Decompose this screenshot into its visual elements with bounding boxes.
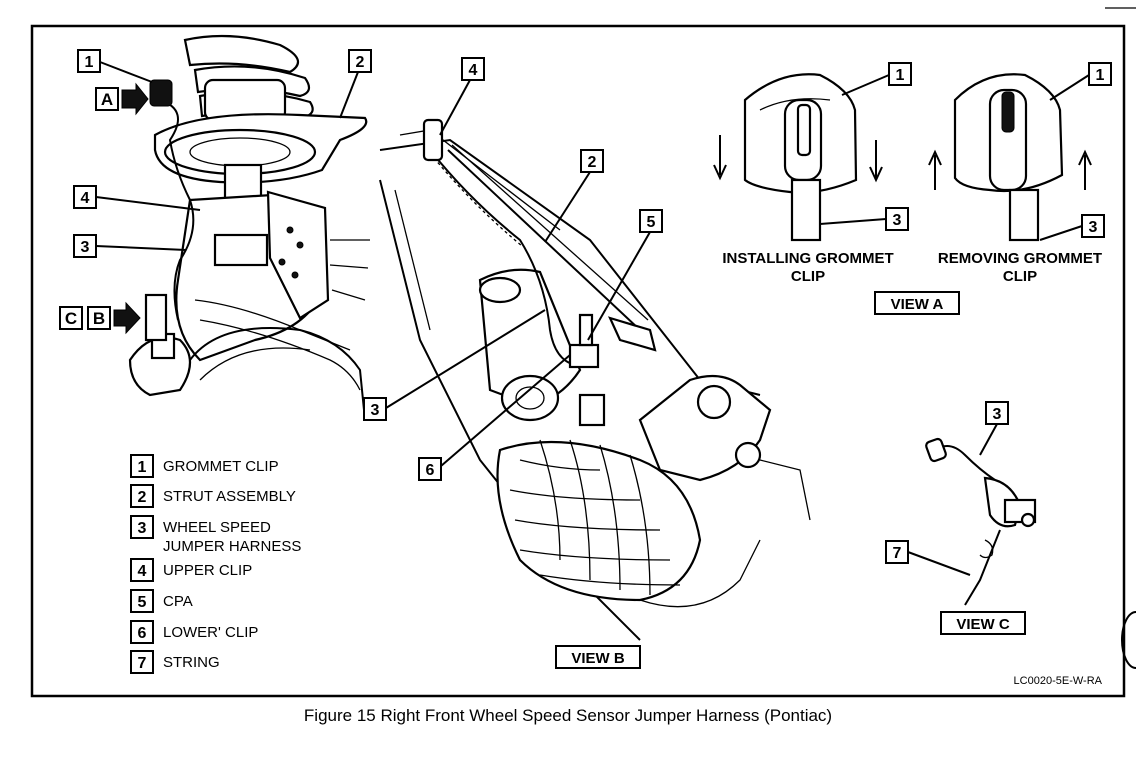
callout-4-strut: 4 [73,185,201,211]
figure-caption: Figure 15 Right Front Wheel Speed Sensor… [303,706,833,725]
legend-item: 2 STRUT ASSEMBLY [130,484,296,508]
callout-3a2-num: 3 [1089,219,1098,236]
legend: 1 GROMMET CLIP 2 STRUT ASSEMBLY 3 WHEEL … [130,454,301,674]
legend-num: 3 [138,520,147,537]
installing-grommet-label-1: INSTALLING GROMMET [722,250,893,267]
legend-text: LOWER' CLIP [163,624,258,641]
arrow-b-letter: B [93,309,105,328]
legend-item: 6 LOWER' CLIP [130,620,258,644]
legend-item: 3 WHEEL SPEED JUMPER HARNESS [130,515,301,555]
legend-text: STRUT ASSEMBLY [163,488,296,505]
callout-6-num: 6 [426,462,435,479]
legend-text-line2: JUMPER HARNESS [163,538,301,555]
callout-5-num: 5 [647,214,656,231]
callout-2-strut: 2 [339,49,372,119]
legend-item: 1 GROMMET CLIP [130,454,279,478]
callout-2-view-b: 2 [544,149,604,243]
view-a-label: VIEW A [874,291,960,315]
callout-4-num: 4 [81,190,90,207]
view-b-label: VIEW B [555,645,641,669]
arrow-c-letter: C [65,309,77,328]
legend-num: 1 [138,459,147,476]
legend-item: 5 CPA [130,589,193,613]
figure-frame [30,24,1126,698]
installing-grommet-label-2: CLIP [791,268,825,285]
legend-text: STRING [163,654,220,671]
callout-3-view-c: 3 [979,401,1009,456]
legend-text: CPA [163,593,193,610]
callout-1-strut: 1 [77,49,153,83]
removing-grommet-label-2: CLIP [1003,268,1037,285]
callout-7-view-c: 7 [885,540,971,576]
callout-3c-num: 3 [993,406,1002,423]
callout-1-view-a-right: 1 [1049,62,1112,101]
figure-code: LC0020-5E-W-RA [1014,675,1103,687]
callout-5-view-b: 5 [587,209,663,341]
callout-3-view-a-left: 3 [819,207,909,231]
view-a-text: VIEW A [891,296,944,313]
callout-1-num: 1 [85,54,94,71]
view-c-label: VIEW C [940,611,1026,635]
callout-3b-num: 3 [371,402,380,419]
callout-4b-num: 4 [469,62,478,79]
removing-grommet-label-1: REMOVING GROMMET [938,250,1102,267]
callout-1a2-num: 1 [1096,67,1105,84]
view-b-text: VIEW B [571,650,625,667]
view-a-removing-illustration [928,73,1092,242]
view-c-text: VIEW C [956,616,1010,633]
view-cb-direction-arrow: C B [59,301,141,335]
legend-text: WHEEL SPEED [163,519,271,536]
callout-3a-num: 3 [893,212,902,229]
view-c-illustration [925,437,1037,606]
callout-3-strut: 3 [73,234,187,258]
arrow-a-letter: A [101,90,113,109]
legend-item: 4 UPPER CLIP [130,558,252,582]
legend-item: 7 STRING [130,650,220,674]
callout-1a-num: 1 [896,67,905,84]
callout-6-view-b: 6 [418,354,571,481]
callout-7-num: 7 [893,545,902,562]
callout-1-view-a-left: 1 [841,62,912,96]
view-a-installing-illustration [713,73,883,242]
callout-2b-num: 2 [588,154,597,171]
view-b-illustration [379,118,811,641]
legend-num: 4 [138,563,147,580]
callout-3-view-b: 3 [363,309,546,421]
legend-text: GROMMET CLIP [163,458,279,475]
legend-num: 5 [138,594,147,611]
legend-text: UPPER CLIP [163,562,252,579]
legend-num: 7 [138,655,147,672]
edge-arc [1121,611,1136,669]
legend-num: 2 [138,489,147,506]
callout-4-view-b: 4 [439,57,485,136]
callout-3-num: 3 [81,239,90,256]
strut-assembly-illustration [128,34,370,421]
legend-num: 6 [138,625,147,642]
callout-3-view-a-right: 3 [1039,214,1105,241]
callout-2-num: 2 [356,54,365,71]
view-a-direction-arrow: A [95,82,149,116]
